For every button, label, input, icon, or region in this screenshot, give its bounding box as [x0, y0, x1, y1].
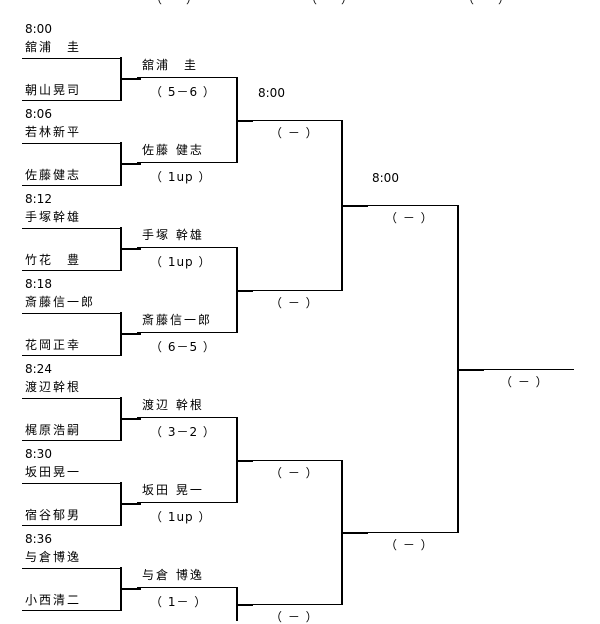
winner-name: 佐藤 健志	[142, 143, 204, 157]
player-1-name: 与倉博逸	[25, 550, 82, 564]
winner-line	[137, 332, 237, 333]
r4-line	[484, 369, 574, 370]
winner-name: 斎藤信一郎	[142, 313, 213, 327]
match-score: （ 6－5 ）	[150, 340, 216, 354]
player-1-name: 渡辺幹根	[25, 380, 82, 394]
player-2-line	[22, 440, 122, 441]
winner-line	[137, 417, 237, 418]
r3-score: （ － ）	[385, 211, 434, 225]
match-score: （ 1up ）	[150, 255, 212, 269]
r4-score: （ － ）	[500, 375, 549, 389]
match-score: （ 1－ ）	[150, 595, 208, 609]
match-time: 8:30	[25, 447, 52, 461]
r3-link	[342, 532, 368, 534]
player-1-line	[22, 568, 122, 569]
player-1-name: 斎藤信一郎	[25, 295, 96, 309]
player-1-line	[22, 228, 122, 229]
winner-name: 手塚 幹雄	[142, 228, 204, 242]
winner-line	[137, 587, 237, 588]
player-2-line	[22, 355, 122, 356]
winner-line	[137, 162, 237, 163]
match-time: 8:18	[25, 277, 52, 291]
winner-link	[121, 418, 141, 420]
match-time: 8:24	[25, 362, 52, 376]
player-2-line	[22, 610, 122, 611]
player-2-name: 朝山晃司	[25, 83, 82, 97]
player-1-line	[22, 398, 122, 399]
top-score-1: （ ）	[150, 0, 198, 6]
player-2-name: 小西清二	[25, 593, 82, 607]
r3-time: 8:00	[372, 171, 399, 185]
player-2-name: 佐藤健志	[25, 168, 82, 182]
match-time: 8:00	[25, 22, 52, 36]
winner-link	[121, 248, 141, 250]
player-1-name: 手塚幹雄	[25, 210, 82, 224]
match-score: （ 1up ）	[150, 170, 212, 184]
winner-link	[121, 588, 141, 590]
r2-link	[237, 120, 253, 122]
player-2-name: 花岡正幸	[25, 338, 82, 352]
r2-link	[237, 460, 253, 462]
top-score-2: （ ）	[305, 0, 353, 6]
match-score: （ 1up ）	[150, 510, 212, 524]
player-1-line	[22, 58, 122, 59]
r2-line	[253, 604, 343, 605]
r4-link	[458, 369, 484, 371]
match-time: 8:36	[25, 532, 52, 546]
player-1-line	[22, 313, 122, 314]
r2-link	[237, 290, 253, 292]
r3-link	[342, 205, 368, 207]
match-time: 8:06	[25, 107, 52, 121]
match-score: （ 5－6 ）	[150, 85, 216, 99]
player-2-name: 宿谷郁男	[25, 508, 82, 522]
r3-line	[368, 205, 458, 206]
r2-link	[237, 604, 253, 606]
player-1-name: 舘浦 圭	[25, 40, 82, 54]
top-score-3: （ ）	[462, 0, 510, 6]
r2-score: （ － ）	[270, 126, 319, 140]
player-1-name: 坂田晃一	[25, 465, 82, 479]
r3-score: （ － ）	[385, 538, 434, 552]
player-2-line	[22, 525, 122, 526]
r2-score: （ － ）	[270, 610, 319, 624]
winner-name: 坂田 晃一	[142, 483, 204, 497]
r2-score: （ － ）	[270, 296, 319, 310]
r2-line	[253, 120, 343, 121]
player-1-line	[22, 483, 122, 484]
winner-link	[121, 78, 141, 80]
winner-line	[137, 77, 237, 78]
match-score: （ 3－2 ）	[150, 425, 216, 439]
winner-name: 与倉 博逸	[142, 568, 204, 582]
winner-line	[137, 502, 237, 503]
winner-link	[121, 503, 141, 505]
player-2-name: 竹花 豊	[25, 253, 82, 267]
r2-line	[253, 290, 343, 291]
player-2-line	[22, 270, 122, 271]
player-1-line	[22, 143, 122, 144]
winner-line	[137, 247, 237, 248]
r2-line	[253, 460, 343, 461]
r3-line	[368, 532, 458, 533]
player-2-line	[22, 185, 122, 186]
player-2-line	[22, 100, 122, 101]
winner-link	[121, 333, 141, 335]
winner-name: 渡辺 幹根	[142, 398, 204, 412]
match-time: 8:12	[25, 192, 52, 206]
player-2-name: 梶原浩嗣	[25, 423, 82, 437]
winner-name: 舘浦 圭	[142, 58, 199, 72]
player-1-name: 若林新平	[25, 125, 82, 139]
r2-time: 8:00	[258, 86, 285, 100]
winner-link	[121, 163, 141, 165]
r2-score: （ － ）	[270, 466, 319, 480]
